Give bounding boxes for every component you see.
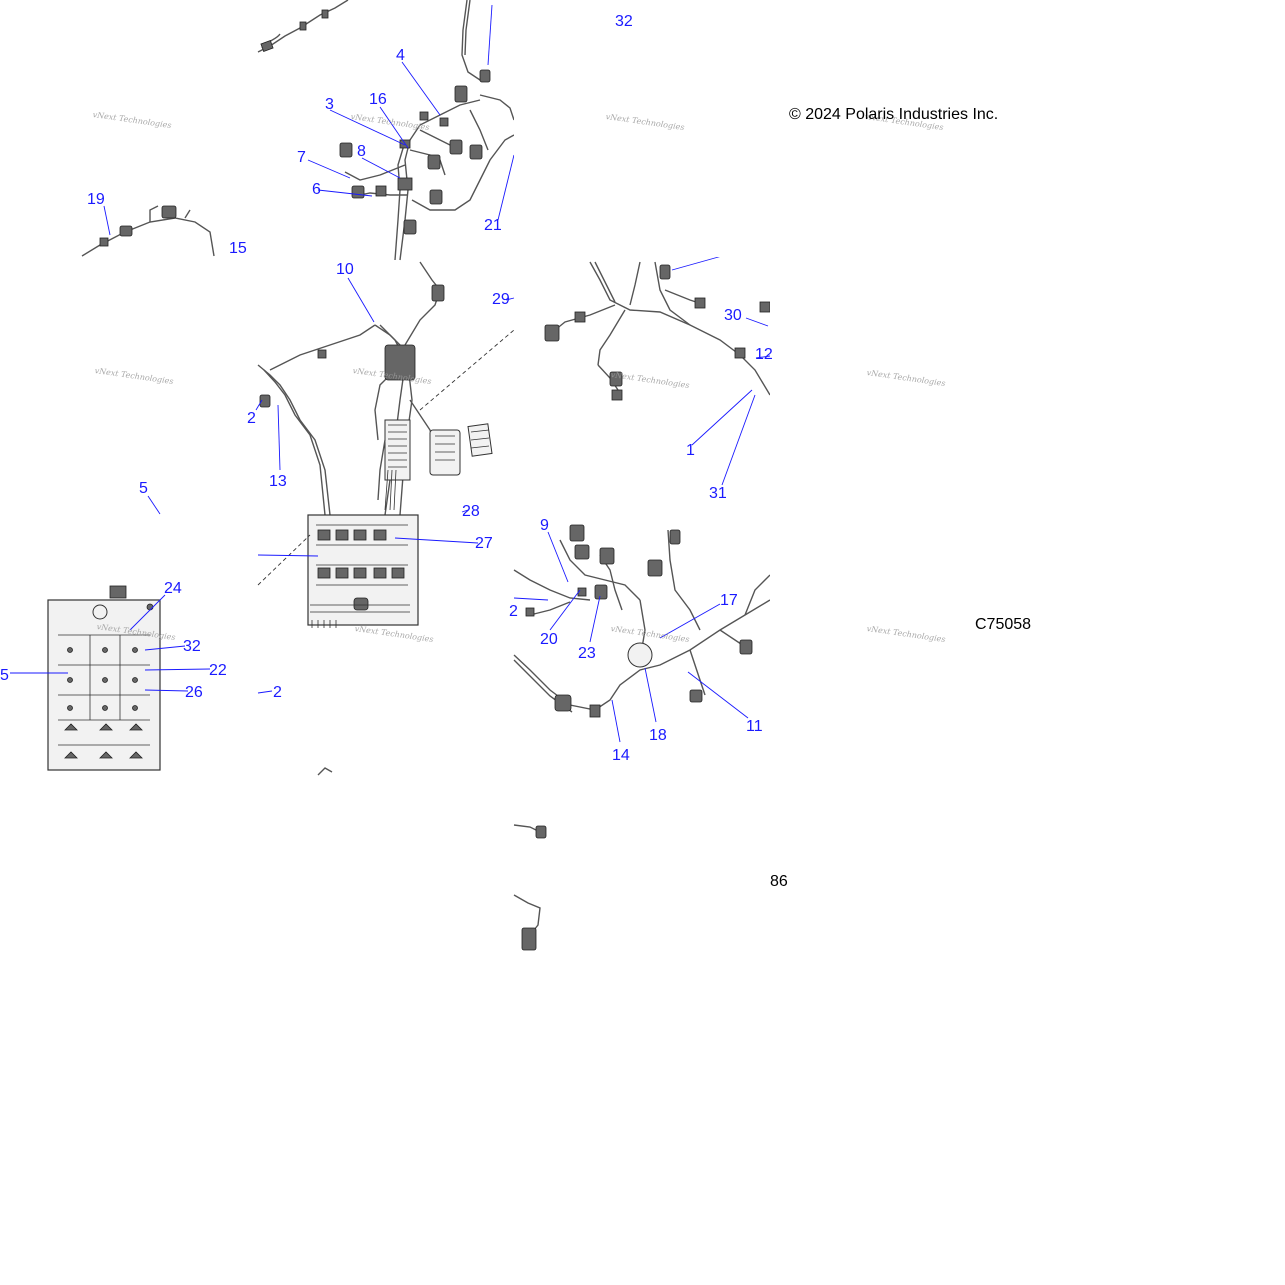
center-line-2 (419, 329, 515, 411)
callout-label: 14 (612, 747, 630, 764)
callout-label: 2 (509, 603, 518, 620)
harness-top-left (257, 0, 349, 53)
callout-label: 17 (720, 592, 738, 609)
callout-label: 22 (209, 662, 227, 679)
callout-label: 28 (462, 503, 480, 520)
harness-right-top (544, 261, 771, 401)
callout-label: 18 (649, 727, 667, 744)
page-fragment: 86 (770, 873, 788, 890)
callout-label: 6 (312, 181, 321, 198)
callout-label: 3 (325, 96, 334, 113)
callout-label: 4 (396, 47, 405, 64)
callout-label: 27 (475, 535, 493, 552)
watermark: vNext Technologies (94, 366, 174, 386)
diagram-code: C75058 (975, 616, 1031, 633)
callout-label: 9 (540, 517, 549, 534)
leader-lines (10, 1, 771, 743)
callout-label: 5 (0, 667, 9, 684)
callout-label: 5 (139, 480, 148, 497)
watermark: vNext Technologies (610, 624, 690, 644)
callout-label: 23 (578, 645, 596, 662)
callout-label: 2 (273, 684, 282, 701)
callout-label: 16 (369, 91, 387, 108)
callout-label: 1 (686, 442, 695, 459)
callout-label: 19 (87, 191, 105, 208)
harness-left (81, 205, 215, 257)
callout-label: 2 (247, 410, 256, 427)
callout-label: 32 (183, 638, 201, 655)
watermark: vNext Technologies (610, 370, 690, 390)
callout-label: 30 (724, 307, 742, 324)
center-line-1 (257, 534, 311, 586)
fuse-box (307, 514, 419, 628)
callout-label: 29 (492, 291, 510, 308)
watermark: vNext Technologies (92, 110, 172, 130)
callout-label: 20 (540, 631, 558, 648)
battery-tray (47, 585, 161, 771)
callout-label: 15 (229, 240, 247, 257)
callout-label: 26 (185, 684, 203, 701)
callout-labels: 32 4 16 3 8 7 6 21 19 15 10 29 2 13 5 28… (0, 13, 773, 764)
callout-label: 31 (709, 485, 727, 502)
callout-label: 12 (755, 346, 773, 363)
callout-label: 8 (357, 143, 366, 160)
callout-label: 21 (484, 217, 502, 234)
watermark: vNext Technologies (354, 624, 434, 644)
copyright-text: © 2024 Polaris Industries Inc. (789, 106, 998, 123)
harness-top-middle (339, 0, 515, 261)
callout-label: 11 (746, 718, 763, 735)
callout-label: 13 (269, 473, 287, 490)
connector-bottom (317, 767, 547, 951)
callout-label: 10 (336, 261, 354, 278)
watermark: vNext Technologies (350, 112, 430, 132)
harness-right-bottom (513, 524, 771, 718)
callout-label: 24 (164, 580, 182, 597)
harness-middle (257, 261, 461, 516)
callout-label: 7 (297, 149, 306, 166)
callout-label: 32 (615, 13, 633, 30)
